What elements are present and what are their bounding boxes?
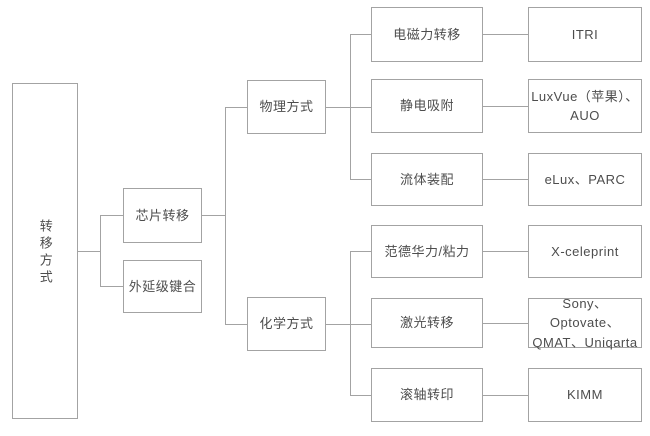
connector-line [483, 106, 528, 107]
connector-line [326, 324, 371, 325]
connector-line [350, 34, 351, 180]
node-laser-transfer-label: 激光转移 [399, 315, 454, 331]
node-company-x-celeprint: X-celeprint [528, 225, 642, 278]
node-fluid-assembly: 流体装配 [371, 153, 483, 206]
node-company-elux-parc-label: eLux、PARC [544, 171, 626, 187]
connector-line [100, 215, 123, 216]
node-company-sony-optovate-qmat-uniqarta: Sony、Optovate、 QMAT、Uniqarta [528, 296, 642, 350]
node-company-elux-parc: eLux、PARC [528, 153, 642, 206]
connector-line [225, 107, 247, 108]
node-van-der-waals-adhesion: 范德华力/粘力 [371, 225, 483, 278]
connector-line [326, 107, 371, 108]
connector-line [483, 179, 528, 180]
node-roller-transfer-label: 滚轴转印 [399, 387, 454, 403]
connector-line [225, 107, 226, 325]
node-laser-transfer: 激光转移 [371, 298, 483, 348]
connector-line [483, 34, 528, 35]
node-company-itri-label: ITRI [571, 26, 599, 42]
node-electromagnetic-transfer: 电磁力转移 [371, 7, 483, 62]
connector-line [100, 215, 101, 287]
connector-line [350, 251, 371, 252]
node-company-luxvue-auo-label: LuxVue（苹果）、 AUO [531, 88, 639, 124]
node-electrostatic-adsorption: 静电吸附 [371, 79, 483, 133]
connector-line [350, 34, 371, 35]
connector-line [350, 179, 371, 180]
connector-line [483, 323, 528, 324]
connector-line [78, 251, 100, 252]
node-roller-transfer: 滚轴转印 [371, 368, 483, 422]
connector-line [483, 395, 528, 396]
node-company-kimm-label: KIMM [567, 387, 603, 403]
connector-line [350, 251, 351, 396]
node-epitaxial-bonding-label: 外延级键合 [128, 278, 197, 294]
node-company-x-celeprint-label: X-celeprint [551, 243, 619, 259]
node-physical-method: 物理方式 [247, 80, 326, 134]
node-epitaxial-bonding: 外延级键合 [123, 260, 202, 313]
connector-line [483, 251, 528, 252]
node-chip-transfer-label: 芯片转移 [135, 207, 190, 223]
node-company-kimm: KIMM [528, 368, 642, 422]
node-transfer-method: 转移方式 [12, 83, 78, 419]
node-physical-method-label: 物理方式 [259, 99, 314, 115]
node-transfer-method-label: 转移方式 [37, 219, 53, 287]
node-electrostatic-adsorption-label: 静电吸附 [399, 98, 454, 114]
connector-line [202, 215, 225, 216]
node-company-sony-optovate-qmat-uniqarta-label: Sony、Optovate、 QMAT、Uniqarta [532, 295, 638, 350]
connector-line [100, 286, 123, 287]
node-electromagnetic-transfer-label: 电磁力转移 [393, 26, 461, 42]
node-chemical-method: 化学方式 [247, 297, 326, 351]
node-company-itri: ITRI [528, 7, 642, 62]
node-company-luxvue-auo: LuxVue（苹果）、 AUO [528, 79, 642, 133]
node-chemical-method-label: 化学方式 [259, 316, 314, 332]
connector-line [225, 324, 247, 325]
node-chip-transfer: 芯片转移 [123, 188, 202, 243]
connector-line [350, 395, 371, 396]
node-fluid-assembly-label: 流体装配 [399, 171, 454, 187]
node-van-der-waals-adhesion-label: 范德华力/粘力 [384, 243, 470, 259]
